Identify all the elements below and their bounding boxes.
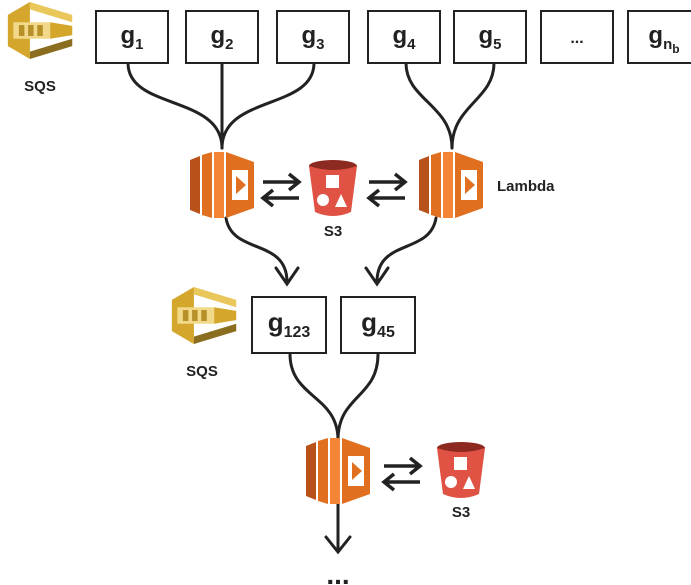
- queue-box-base: g: [648, 22, 663, 49]
- s3-bottom-label: S3: [452, 504, 470, 521]
- lambda-function-icon: [306, 438, 370, 504]
- lambda-function-icon: [419, 152, 483, 218]
- edge-g1-lambda1: [126, 61, 224, 150]
- edge-g45-lambda3: [336, 352, 380, 442]
- edge-g123-lambda3: [288, 352, 340, 442]
- queue-box-frame: [185, 10, 259, 64]
- queue-box: gnb: [627, 10, 691, 64]
- queue-box-label: g3: [301, 22, 324, 53]
- queue-box-base: g: [478, 22, 493, 49]
- queue-box-subscript: 3: [316, 36, 324, 53]
- queue-box-label: ...: [570, 30, 583, 47]
- lambda-function-icon: [190, 152, 254, 218]
- queue-box: g5: [453, 10, 527, 64]
- edge-lambda2-g45: [375, 216, 438, 284]
- queue-box-base: g: [210, 22, 225, 49]
- queue-box-frame: [367, 10, 441, 64]
- queue-box-label: g45: [361, 307, 395, 341]
- queue-box-label: g5: [478, 22, 501, 53]
- queue-box-frame: [453, 10, 527, 64]
- queue-box-frame: [540, 10, 614, 64]
- bidirectional-arrow-icon: [367, 172, 407, 208]
- queue-box-label: g2: [210, 22, 233, 53]
- connectors-level-1: [126, 61, 496, 150]
- queue-box-base: g: [301, 22, 316, 49]
- sqs-queue-icon: [7, 2, 73, 60]
- queue-box-subscript: 5: [493, 36, 501, 53]
- queue-box: g2: [185, 10, 259, 64]
- sqs-mid-label: SQS: [186, 363, 218, 380]
- arrowhead-g123: [274, 266, 300, 287]
- bidirectional-arrow-icon: [261, 172, 301, 208]
- queue-box-frame: [95, 10, 169, 64]
- queue-box-subscript: 45: [377, 324, 395, 341]
- queue-box-frame: [627, 10, 691, 64]
- connectors-level-2: [224, 216, 438, 287]
- arrowhead-down: [324, 535, 352, 555]
- sqs-top-label: SQS: [24, 78, 56, 95]
- queue-box-base: g: [268, 307, 284, 337]
- queue-box-subsubscript: b: [672, 42, 679, 56]
- queue-box-subscript: 123: [284, 324, 311, 341]
- queue-box-frame: [251, 296, 327, 354]
- queue-box-label: g1: [120, 22, 143, 53]
- queue-box-label: g123: [268, 307, 311, 341]
- queue-box: g4: [367, 10, 441, 64]
- s3-bucket-icon: [309, 160, 357, 216]
- edge-g3-lambda1: [220, 61, 316, 150]
- queue-box-subscript: n: [663, 36, 672, 53]
- continuation-ellipsis: ...: [326, 559, 349, 585]
- edge-g4-lambda2: [404, 61, 454, 150]
- queue-box-frame: [340, 296, 416, 354]
- lambda-label: Lambda: [497, 178, 555, 195]
- sqs-queue-icon: [171, 287, 237, 345]
- arrowhead-g45: [364, 266, 390, 287]
- queue-box-label: gnb: [648, 22, 679, 56]
- queue-box: g3: [276, 10, 350, 64]
- queue-box-subscript: 2: [225, 36, 233, 53]
- queue-box-subscript: 4: [407, 36, 416, 53]
- queue-box-base: g: [392, 22, 407, 49]
- queue-box-base: g: [120, 22, 135, 49]
- queue-box: g123: [251, 296, 327, 354]
- queue-box-subscript: 1: [135, 36, 143, 53]
- queue-box-label: g4: [392, 22, 416, 53]
- s3-top-label: S3: [324, 223, 342, 240]
- s3-bucket-icon: [437, 442, 485, 498]
- edge-lambda1-g123: [224, 216, 289, 284]
- queue-box-base: g: [361, 307, 377, 337]
- queue-box: g1: [95, 10, 169, 64]
- queue-box: ...: [540, 10, 614, 64]
- queue-box: g45: [340, 296, 416, 354]
- edge-g5-lambda2: [450, 61, 496, 150]
- bidirectional-arrow-icon: [382, 456, 422, 492]
- connectors-level-3: [288, 352, 380, 555]
- queue-box-base: ...: [570, 30, 583, 47]
- queue-box-frame: [276, 10, 350, 64]
